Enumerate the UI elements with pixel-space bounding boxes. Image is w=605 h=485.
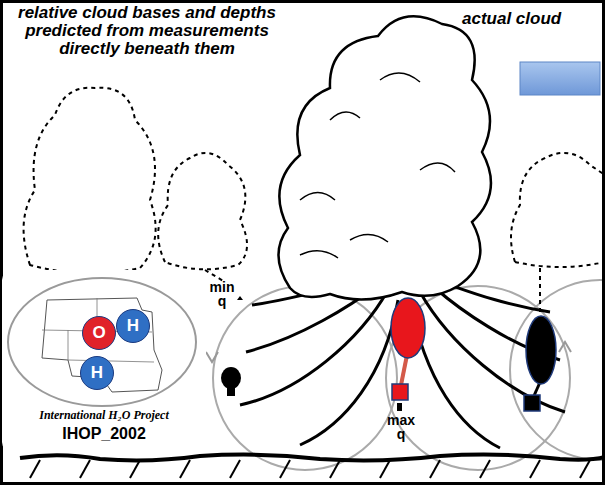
element-letter: O [92, 323, 105, 343]
blue-tab [520, 62, 600, 95]
element-letter: H [91, 363, 103, 383]
ground [20, 455, 605, 461]
eddy-arrow [559, 342, 571, 352]
logo-panel: International H₂O ProjectIHOP_2002OHH [2, 270, 206, 452]
callout-text: actual cloud [462, 10, 592, 29]
eddy-arrow [206, 352, 218, 362]
ground-hatch [30, 460, 590, 478]
streamlines [240, 280, 565, 448]
callout-text: relative cloud bases and depths predicte… [6, 4, 288, 58]
black-balloon [526, 316, 556, 384]
actual-cloud [278, 16, 490, 299]
logo-title: IHOP_2002 [6, 425, 202, 443]
cloud-detail [300, 73, 455, 258]
min-q-marker [221, 367, 241, 389]
min-q-label: min q [207, 280, 237, 308]
eddy-circle [213, 286, 397, 470]
black-sensor [524, 395, 540, 411]
max-q-label: max q [385, 413, 417, 441]
red-balloon [391, 298, 425, 358]
element-circle: H [116, 309, 150, 343]
element-circle: O [82, 316, 116, 350]
eddy-circle [386, 286, 570, 470]
leader-arrow [237, 296, 243, 300]
logo-caption: International H₂O Project [6, 408, 202, 423]
min-q-marker [227, 388, 235, 396]
element-circle: H [80, 356, 114, 390]
element-letter: H [127, 316, 139, 336]
red-sensor [392, 384, 408, 400]
max-q-marker [397, 403, 402, 411]
